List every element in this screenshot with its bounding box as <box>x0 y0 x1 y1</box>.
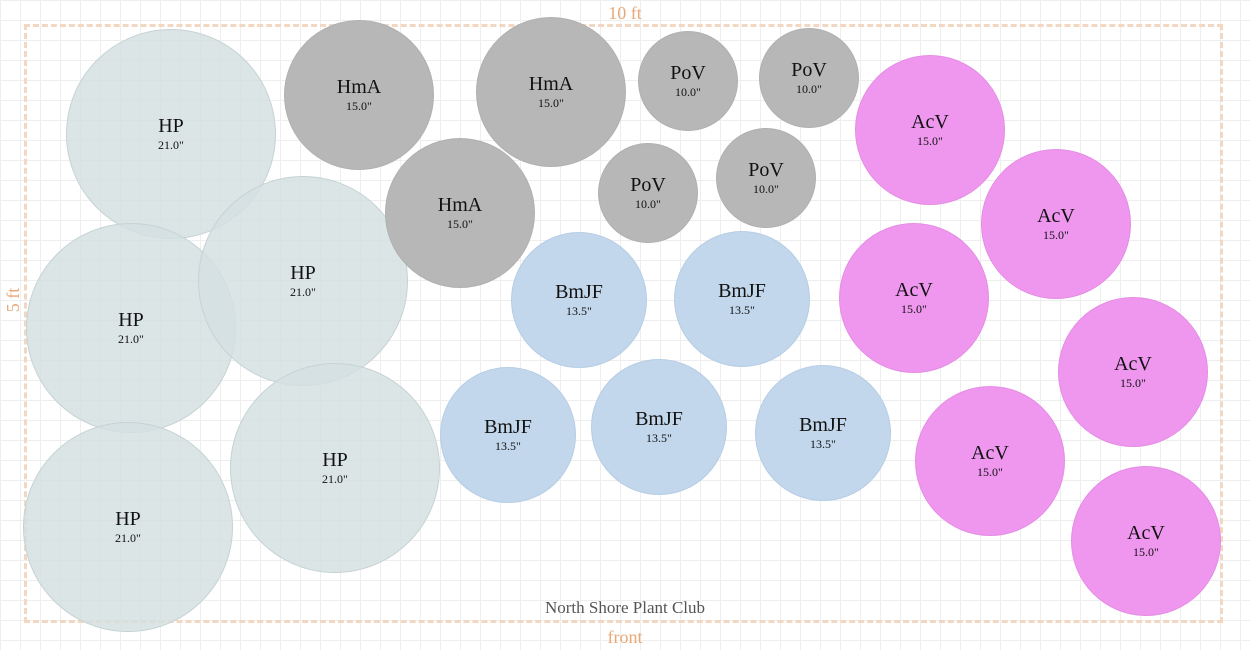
plant-pov[interactable]: PoV 10.0" <box>716 128 816 228</box>
plant-code: HP <box>322 449 348 471</box>
plant-bmjf[interactable]: BmJF 13.5" <box>755 365 891 501</box>
plant-hp[interactable]: HP 21.0" <box>230 363 440 573</box>
plant-code: AcV <box>1114 353 1152 375</box>
plant-code: PoV <box>670 62 706 84</box>
plant-spacing: 15.0" <box>1120 376 1146 390</box>
plant-spacing: 21.0" <box>290 285 316 299</box>
plant-code: AcV <box>1037 205 1075 227</box>
plant-spacing: 10.0" <box>635 197 661 211</box>
plant-spacing: 21.0" <box>322 472 348 486</box>
plant-acv[interactable]: AcV 15.0" <box>915 386 1065 536</box>
plant-bmjf[interactable]: BmJF 13.5" <box>674 231 810 367</box>
plant-code: BmJF <box>484 416 532 438</box>
plant-code: HP <box>290 262 316 284</box>
plant-code: HP <box>158 115 184 137</box>
plant-spacing: 15.0" <box>977 465 1003 479</box>
plant-pov[interactable]: PoV 10.0" <box>638 31 738 131</box>
plant-spacing: 15.0" <box>901 302 927 316</box>
plant-spacing: 13.5" <box>495 439 521 453</box>
plant-code: BmJF <box>635 408 683 430</box>
plant-spacing: 15.0" <box>346 99 372 113</box>
plant-code: HmA <box>336 76 382 98</box>
plant-code: PoV <box>748 159 784 181</box>
bed-depth-label: 5 ft <box>3 287 23 313</box>
club-name: North Shore Plant Club <box>544 598 706 617</box>
plant-spacing: 15.0" <box>1133 545 1159 559</box>
plant-code: AcV <box>971 442 1009 464</box>
plant-code: AcV <box>895 279 933 301</box>
plant-spacing: 13.5" <box>646 431 672 445</box>
plant-spacing: 15.0" <box>917 134 943 148</box>
plant-spacing: 21.0" <box>118 332 144 346</box>
plant-code: PoV <box>791 59 827 81</box>
plant-acv[interactable]: AcV 15.0" <box>1058 297 1208 447</box>
plant-spacing: 10.0" <box>796 82 822 96</box>
plant-acv[interactable]: AcV 15.0" <box>1071 466 1221 616</box>
plant-bmjf[interactable]: BmJF 13.5" <box>440 367 576 503</box>
plant-code: AcV <box>1127 522 1165 544</box>
plant-spacing: 10.0" <box>753 182 779 196</box>
plant-code: BmJF <box>799 414 847 436</box>
plant-spacing: 13.5" <box>566 304 592 318</box>
plant-code: HP <box>115 508 141 530</box>
plant-hma[interactable]: HmA 15.0" <box>476 17 626 167</box>
plant-spacing: 21.0" <box>158 138 184 152</box>
plant-pov[interactable]: PoV 10.0" <box>598 143 698 243</box>
plant-spacing: 10.0" <box>675 85 701 99</box>
plant-hma[interactable]: HmA 15.0" <box>385 138 535 288</box>
plant-acv[interactable]: AcV 15.0" <box>839 223 989 373</box>
plant-spacing: 21.0" <box>115 531 141 545</box>
plant-bmjf[interactable]: BmJF 13.5" <box>591 359 727 495</box>
plant-bmjf[interactable]: BmJF 13.5" <box>511 232 647 368</box>
plant-acv[interactable]: AcV 15.0" <box>855 55 1005 205</box>
plant-spacing: 13.5" <box>810 437 836 451</box>
plant-code: HP <box>118 309 144 331</box>
bed-front-label: front <box>607 627 643 647</box>
garden-bed-outline <box>24 24 1223 623</box>
plant-hp[interactable]: HP 21.0" <box>198 176 408 386</box>
plant-hp[interactable]: HP 21.0" <box>23 422 233 632</box>
plant-code: PoV <box>630 174 666 196</box>
plant-spacing: 15.0" <box>447 217 473 231</box>
plant-spacing: 15.0" <box>538 96 564 110</box>
plant-code: HmA <box>437 194 483 216</box>
plant-acv[interactable]: AcV 15.0" <box>981 149 1131 299</box>
plant-code: BmJF <box>718 280 766 302</box>
plant-hma[interactable]: HmA 15.0" <box>284 20 434 170</box>
plant-code: AcV <box>911 111 949 133</box>
plant-spacing: 15.0" <box>1043 228 1069 242</box>
bed-width-label: 10 ft <box>608 3 642 23</box>
plant-code: HmA <box>528 73 574 95</box>
plant-pov[interactable]: PoV 10.0" <box>759 28 859 128</box>
plant-code: BmJF <box>555 281 603 303</box>
plant-spacing: 13.5" <box>729 303 755 317</box>
